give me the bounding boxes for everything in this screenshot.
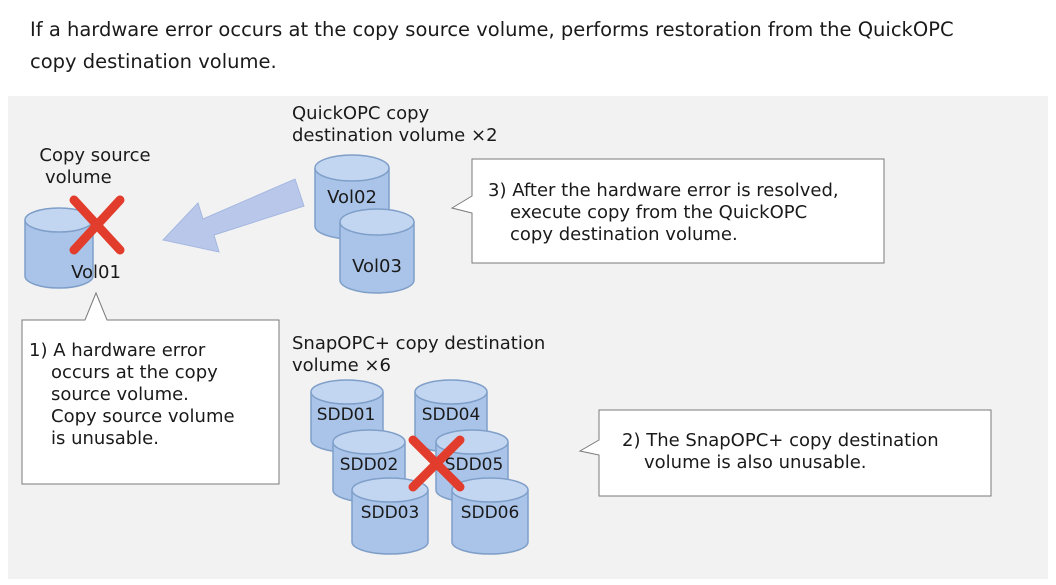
heading: If a hardware error occurs at the copy s… (30, 14, 1040, 78)
callout-1-line-1: 1) A hardware error (29, 340, 206, 361)
volume-label-sdd02: SDD02 (340, 455, 399, 475)
callout-1-text: 1) A hardware error occurs at the copy s… (29, 340, 235, 450)
callout-1-line-5: is unusable. (51, 428, 159, 449)
volume-label-sdd04: SDD04 (422, 405, 481, 425)
callout-2-line-2: volume is also unusable. (644, 452, 867, 473)
volume-label-sdd01: SDD01 (317, 405, 376, 425)
callout-1-line-4: Copy source volume (51, 406, 235, 427)
snapopc-volume-cylinder (451, 477, 529, 555)
quickopc-label-line-1: QuickOPC copy (292, 103, 430, 124)
heading-line-1: If a hardware error occurs at the copy s… (30, 18, 954, 41)
volume-label-sdd03: SDD03 (361, 503, 420, 523)
snapopc-group-label: SnapOPC+ copy destination volume ×6 (292, 333, 545, 377)
source-label-line-1: Copy source (39, 145, 151, 166)
volume-label-sdd05: SDD05 (445, 455, 504, 475)
snapopc-label-line-2: volume ×6 (292, 355, 391, 376)
snapopc-volume-cylinder (351, 477, 429, 555)
callout-2-line-1: 2) The SnapOPC+ copy destination (622, 430, 939, 451)
volume-label-vol02: Vol02 (327, 187, 377, 208)
source-volume-label: Copy source volume (35, 145, 155, 189)
quickopc-volume-cylinder (339, 208, 415, 294)
snapopc-error-x-icon (408, 435, 465, 492)
callout-1-line-2: occurs at the copy (51, 362, 218, 383)
volume-label-vol03: Vol03 (352, 256, 402, 277)
callout-3-box (450, 158, 885, 264)
callout-3-line-1: 3) After the hardware error is resolved, (488, 180, 839, 201)
volume-label-sdd06: SDD06 (461, 503, 520, 523)
quickopc-label-line-2: destination volume ×2 (292, 125, 498, 146)
restore-arrow (162, 178, 305, 253)
callout-3-line-2: execute copy from the QuickOPC (510, 202, 808, 223)
callout-2-text: 2) The SnapOPC+ copy destination volume … (622, 430, 939, 474)
callout-2-box (578, 409, 992, 497)
snapopc-label-line-1: SnapOPC+ copy destination (292, 333, 546, 354)
source-error-x-icon (69, 195, 125, 255)
callout-3-text: 3) After the hardware error is resolved,… (488, 180, 839, 246)
callout-1-box (21, 291, 280, 485)
source-label-line-2: volume (45, 167, 112, 188)
quickopc-group-label: QuickOPC copy destination volume ×2 (292, 103, 498, 147)
volume-label-vol01: Vol01 (71, 262, 121, 283)
callout-3-line-3: copy destination volume. (510, 224, 738, 245)
callout-1-line-3: source volume. (51, 384, 189, 405)
heading-line-2: copy destination volume. (30, 50, 277, 73)
